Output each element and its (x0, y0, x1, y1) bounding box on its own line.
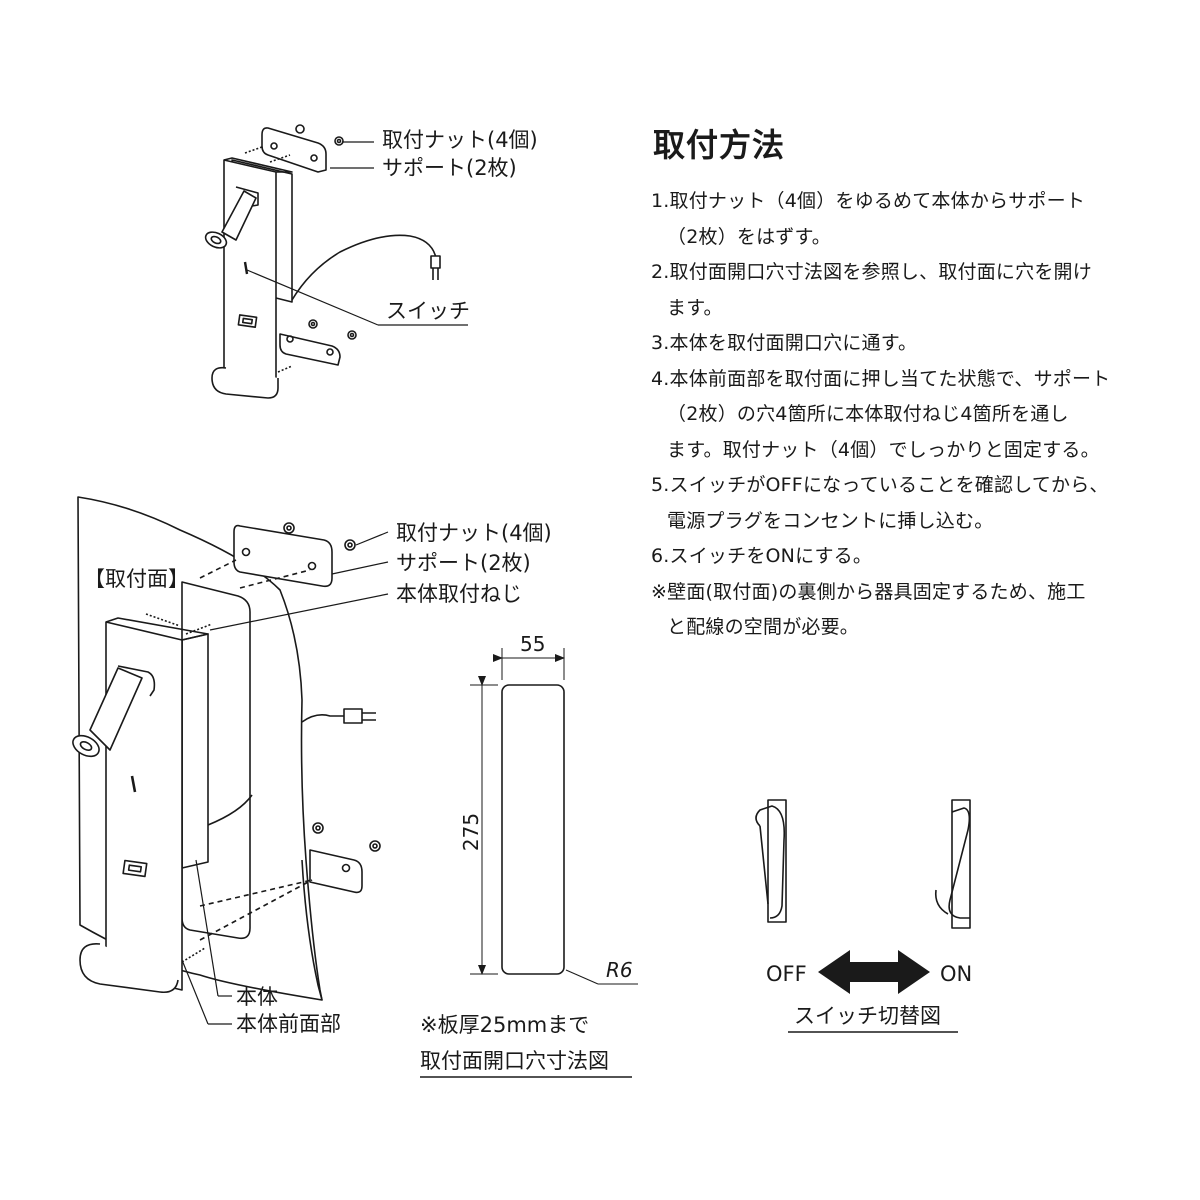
double-arrow-icon (818, 950, 930, 994)
instruction-list: 1.取付ナット（4個）をゆるめて本体からサポート （2枚）をはずす。 2.取付面… (651, 184, 1121, 646)
top-nut-label: 取付ナット(4個) (382, 128, 538, 152)
note-line-2: と配線の空間が必要。 (667, 616, 860, 638)
bottom-nut-label: 取付ナット(4個) (396, 521, 552, 545)
body-front-label: 本体前面部 (236, 1012, 341, 1036)
top-switch-label: スイッチ (386, 299, 470, 323)
top-support-label: サポート(2枚) (382, 156, 517, 180)
switch-diagram (755, 799, 971, 1033)
step-6-line-1: 6.スイッチをONにする。 (651, 545, 873, 567)
top-leader-lines (246, 141, 468, 326)
instruction-step-1: 1.取付ナット（4個）をゆるめて本体からサポート （2枚）をはずす。 (651, 184, 1121, 255)
bottom-leader-lines (181, 531, 389, 1025)
instruction-step-5: 5.スイッチがOFFになっていることを確認してから、 電源プラグをコンセントに挿… (651, 468, 1121, 539)
step-4-line-1: 4.本体前面部を取付面に押し当てた状態で、サポート (651, 367, 1111, 390)
note-line-1: ※壁面(取付面)の裏側から器具固定するため、施工 (651, 580, 1086, 603)
page-title: 取付方法 (653, 126, 786, 164)
switch-on-illustration (934, 799, 971, 929)
bottom-assembly-illustration (72, 496, 381, 1001)
step-2-line-1: 2.取付面開口穴寸法図を参照し、取付面に穴を開け (651, 261, 1092, 283)
opening-radius-value: R6 (606, 958, 633, 982)
opening-dimension-drawing (420, 648, 638, 1078)
panel-thickness-note: ※板厚25mmまで (420, 1013, 590, 1037)
step-5-line-1: 5.スイッチがOFFになっていることを確認してから、 (651, 474, 1109, 496)
instruction-step-3: 3.本体を取付面開口穴に通す。 (651, 326, 1121, 362)
opening-width-value: 55 (520, 632, 546, 656)
switch-diagram-caption: スイッチ切替図 (794, 1004, 941, 1028)
instruction-step-4: 4.本体前面部を取付面に押し当てた状態で、サポート （2枚）の穴4箇所に本体取付… (651, 362, 1121, 469)
opening-outline (501, 684, 565, 975)
step-4-line-2: （2枚）の穴4箇所に本体取付ねじ4箇所を通し (667, 403, 1069, 425)
mounting-screw-label: 本体取付ねじ (396, 582, 522, 606)
step-3-line-1: 3.本体を取付面開口穴に通す。 (651, 332, 918, 354)
step-5-line-2: 電源プラグをコンセントに挿し込む。 (667, 509, 994, 532)
switch-on-label: ON (940, 962, 973, 986)
instruction-step-2: 2.取付面開口穴寸法図を参照し、取付面に穴を開け ます。 (651, 255, 1121, 326)
switch-off-label: OFF (766, 962, 807, 986)
step-1-line-1: 1.取付ナット（4個）をゆるめて本体からサポート (651, 190, 1086, 212)
top-assembly-illustration (204, 124, 441, 399)
switch-off-illustration (755, 799, 787, 923)
bottom-support-label: サポート(2枚) (396, 551, 531, 575)
step-1-line-2: （2枚）をはずす。 (667, 225, 831, 248)
instruction-note: ※壁面(取付面)の裏側から器具固定するため、施工 と配線の空間が必要。 (651, 575, 1121, 646)
step-2-line-2: ます。 (667, 296, 723, 319)
body-label: 本体 (236, 985, 278, 1009)
opening-dimension-caption: 取付面開口穴寸法図 (420, 1049, 609, 1073)
instruction-step-6: 6.スイッチをONにする。 (651, 539, 1121, 575)
mounting-surface-label: 【取付面】 (84, 567, 189, 591)
step-4-line-3: ます。取付ナット（4個）でしっかりと固定する。 (667, 438, 1100, 461)
opening-height-value: 275 (459, 812, 484, 852)
